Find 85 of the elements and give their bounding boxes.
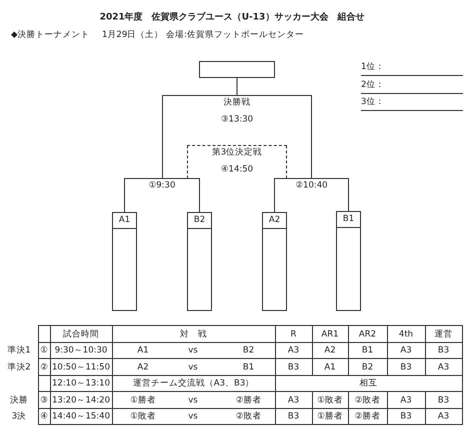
winner-box	[199, 61, 275, 78]
bracket-line	[286, 145, 287, 179]
row-label: 決勝	[10, 395, 28, 406]
team-slot	[187, 212, 212, 311]
match-time: 10:50～11:50	[52, 362, 110, 373]
referee-name: ①敗者	[317, 395, 343, 406]
team-name: A2	[137, 362, 149, 373]
team-name: B2	[242, 346, 254, 356]
match-time: ③13:30	[220, 114, 254, 126]
match-number: ①	[40, 346, 48, 356]
bracket-line	[348, 178, 349, 212]
referee-name: A3	[288, 395, 300, 406]
column-header: AR1	[321, 329, 339, 340]
row-label: 3決	[12, 412, 26, 422]
match-time: ①9:30	[148, 180, 176, 192]
team-name: A1	[113, 213, 136, 229]
versus-text: vs	[188, 346, 198, 356]
team-name: B2	[188, 213, 211, 229]
versus-text: vs	[188, 395, 198, 406]
operator-team: B3	[438, 346, 450, 356]
referee-name: B3	[288, 412, 300, 422]
tournament-name: ◆決勝トーナメント	[11, 30, 90, 41]
match-date: 1月29日（土）	[102, 30, 164, 41]
operator-team: A3	[438, 412, 450, 422]
team-slot	[262, 212, 287, 311]
match-number: ②	[40, 362, 48, 373]
row-label: 準決1	[7, 346, 31, 356]
referee-name: B3	[400, 362, 412, 373]
match-time: ②10:40	[295, 180, 328, 192]
team-name: ②勝者	[236, 395, 262, 406]
referee-name: A3	[288, 346, 300, 356]
operator-team: B3	[438, 395, 450, 406]
row-label: 準決2	[7, 362, 31, 373]
referee-name: B3	[288, 362, 300, 373]
bracket-line	[162, 95, 163, 179]
column-header: 試合時間	[63, 329, 99, 340]
match-name: 第3位決定戦	[212, 148, 262, 158]
operator-team: A3	[438, 362, 450, 373]
referee-name: B3	[400, 412, 412, 422]
team-name: ①敗者	[130, 412, 156, 422]
column-header: 4th	[398, 329, 414, 340]
referee-name: B1	[362, 346, 374, 356]
match-time: 13:20～14:20	[52, 395, 110, 406]
bracket-line	[236, 78, 238, 96]
rank-label: 1位：	[361, 62, 384, 76]
bracket-line	[199, 178, 200, 212]
match-time: 14:40～15:40	[52, 412, 110, 422]
referee-name: ②勝者	[354, 412, 380, 422]
team-slot	[336, 211, 361, 311]
column-header: AR2	[358, 329, 376, 340]
rank-label: 3位：	[361, 97, 384, 111]
referee-note: 相互	[360, 378, 378, 390]
referee-name: ①勝者	[317, 412, 343, 422]
team-name: A2	[263, 213, 286, 229]
team-name: B1	[242, 362, 254, 373]
match-description: 運営チーム交流戦（A3、B3）	[132, 378, 254, 390]
referee-name: A1	[324, 362, 336, 373]
versus-text: vs	[188, 362, 198, 373]
match-time: 12:10～13:10	[52, 378, 110, 390]
bracket-line	[187, 145, 188, 179]
bracket-line	[124, 178, 125, 212]
team-name: ①勝者	[130, 395, 156, 406]
match-number: ④	[40, 412, 48, 422]
team-name: B1	[337, 212, 360, 228]
column-header: 対 戦	[180, 329, 207, 340]
column-header: R	[290, 329, 296, 340]
match-time: 9:30～10:30	[54, 346, 108, 356]
team-name: ②敗者	[236, 412, 262, 422]
match-name: 決勝戦	[224, 98, 250, 108]
bracket-line	[311, 95, 312, 179]
versus-text: vs	[188, 412, 198, 422]
referee-name: A3	[400, 395, 412, 406]
rank-label: 2位：	[361, 80, 384, 94]
referee-name: ②敗者	[354, 395, 380, 406]
title: 2021年度 佐賀県クラブユース（U-13）サッカー大会 組合せ	[100, 12, 364, 24]
bracket-line	[274, 178, 275, 212]
column-header: 運営	[434, 329, 452, 340]
team-slot	[112, 212, 137, 311]
referee-name: A2	[324, 346, 336, 356]
referee-name: A3	[400, 346, 412, 356]
venue-text: 会場:佐賀県フットボールセンター	[166, 30, 304, 41]
team-name: A1	[137, 346, 149, 356]
match-time: ④14:50	[220, 164, 254, 176]
match-number: ③	[40, 395, 48, 406]
referee-name: B2	[362, 362, 374, 373]
